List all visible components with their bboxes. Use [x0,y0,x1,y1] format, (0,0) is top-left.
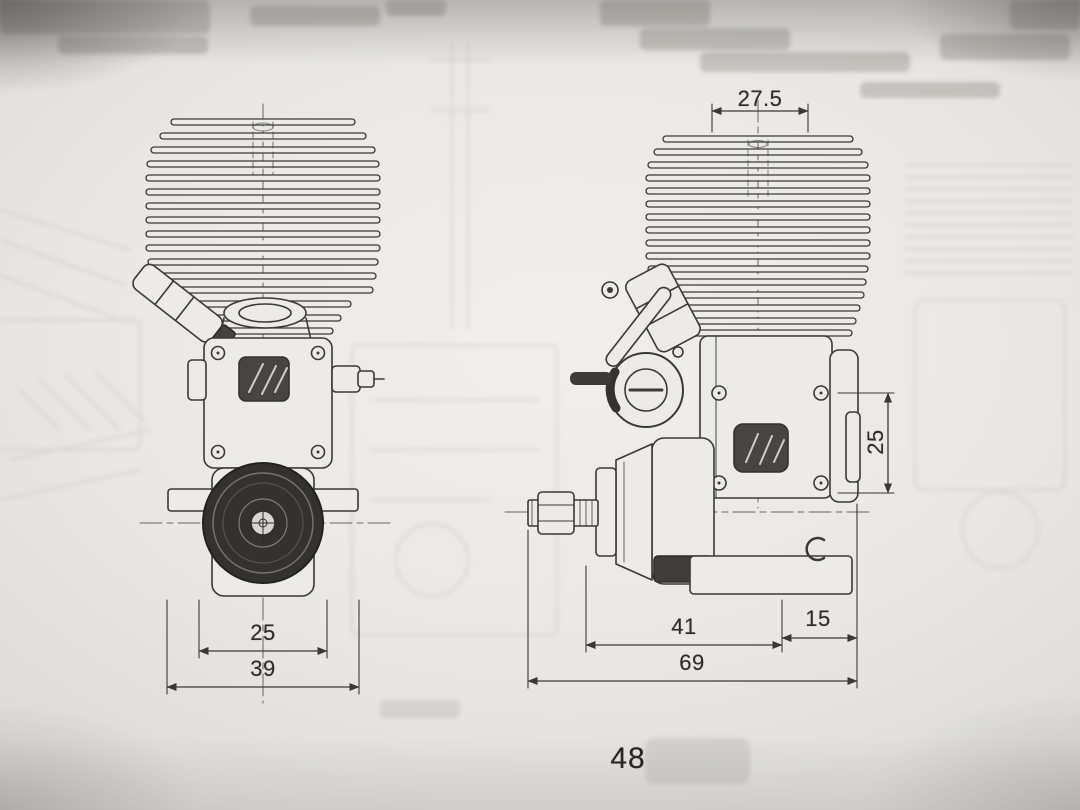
spray-bar [570,372,612,385]
drive-washer [595,467,617,557]
prop-nut [537,491,575,535]
dim-label-front-case-width: 25 [250,620,276,645]
side-mount-lug [689,555,853,595]
dim-label-side-rear-length: 15 [805,606,831,631]
carb-link-pin [672,346,684,358]
needle-valve-knob [357,370,375,388]
dim-label-front-mount-width: 39 [250,656,276,681]
needle-valve-body [331,365,361,393]
dim-label-side-head-width: 27.5 [737,86,783,111]
front-drive-washer [202,462,324,584]
side-crankcase [699,335,833,499]
page-number: 48 [610,742,646,775]
dim-label-side-mount-height: 25 [863,429,888,455]
front-view-drawing [132,103,393,704]
side-carburetor [570,263,701,428]
drive-washer-cone [615,443,653,581]
dim-label-side-overall-length: 69 [679,650,705,675]
side-view-drawing [504,99,895,689]
dim-label-side-front-length: 41 [671,614,697,639]
carb-intake-outer [223,297,307,329]
front-left-boss [187,359,207,401]
backplate-step [845,411,861,483]
